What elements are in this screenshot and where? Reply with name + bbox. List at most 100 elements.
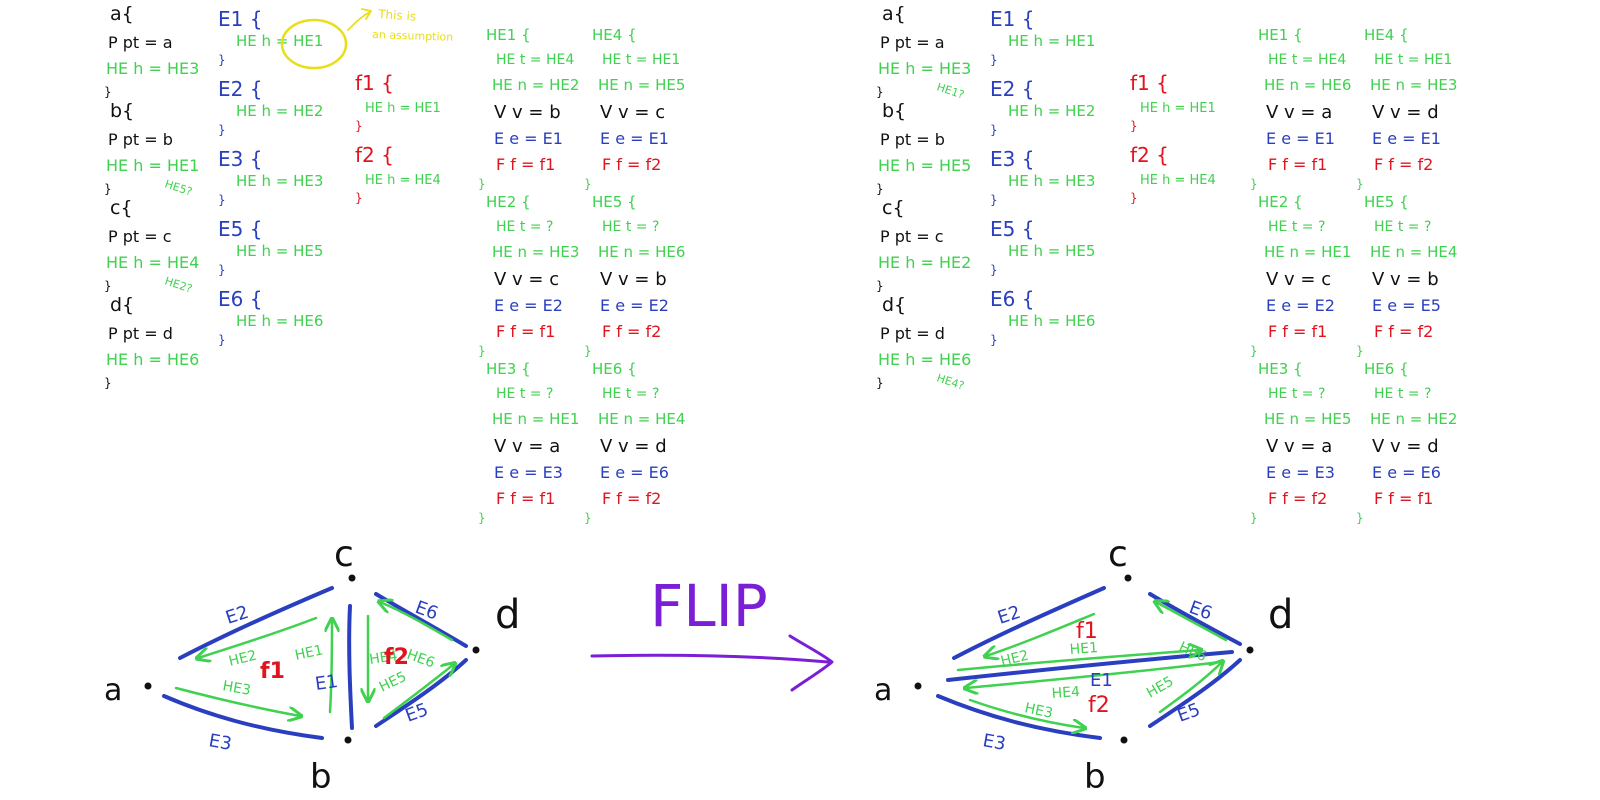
halfedge-next-3: HE n = HE4 [1370, 243, 1457, 261]
halfedge-edge-2: E e = E2 [1266, 296, 1335, 315]
edge-name-1: E2 { [218, 77, 262, 101]
edge-name-4: E6 { [218, 287, 262, 311]
halfedge-name-4: HE3 { [486, 360, 531, 378]
assumption-note-line1: This is [377, 7, 417, 24]
halfedge-next-0: HE n = HE2 [492, 76, 579, 94]
halfedge-twin-5: HE t = ? [602, 386, 659, 402]
left-structures: a{P pt = aHE h = HE3}b{P pt = bHE h = HE… [104, 3, 685, 525]
halfedge-vertex-5: V v = d [1372, 436, 1439, 457]
vertex-alt-1: HE5? [163, 177, 194, 198]
edge-halfedge-1: HE h = HE2 [1008, 102, 1095, 120]
halfedge-arrow-HE6 [380, 602, 454, 642]
halfedge-arrow-after-HE1 [956, 650, 1200, 672]
halfedge-close-0: } [1250, 177, 1258, 191]
edge-label-after-E1: E1 [1090, 670, 1113, 691]
halfedge-close-2: } [1250, 344, 1258, 358]
halfedge-twin-3: HE t = ? [602, 219, 659, 235]
halfedge-twin-1: HE t = HE1 [1374, 52, 1452, 68]
edge-line-E1 [347, 604, 354, 730]
halfedge-vertex-3: V v = b [600, 269, 667, 290]
halfedge-twin-4: HE t = ? [1268, 386, 1325, 402]
vertex-alt-2: HE2? [163, 274, 194, 295]
vertex-close-1: } [104, 182, 112, 196]
halfedge-edge-5: E e = E6 [600, 463, 669, 482]
vertex-halfedge-0: HE h = HE3 [878, 59, 971, 78]
halfedge-next-0: HE n = HE6 [1264, 76, 1351, 94]
face-halfedge-1: HE h = HE4 [365, 173, 441, 188]
edge-label-E1: E1 [314, 671, 340, 695]
halfedge-name-5: HE6 { [592, 360, 637, 378]
vertex-label-b: b [310, 757, 332, 797]
edge-close-0: } [990, 53, 998, 67]
vertex-halfedge-3: HE h = HE6 [106, 350, 199, 369]
halfedge-next-1: HE n = HE3 [1370, 76, 1457, 94]
halfedge-edge-3: E e = E5 [1372, 296, 1441, 315]
halfedge-twin-2: HE t = ? [1268, 219, 1325, 235]
assumption-circle [280, 18, 348, 70]
edge-name-3: E5 { [990, 217, 1034, 241]
halfedge-vertex-0: V v = a [1266, 102, 1332, 123]
vertex-close-3: } [104, 376, 112, 390]
halfedge-arrow-after-HE2 [986, 612, 1096, 656]
vertex-halfedge-2: HE h = HE4 [106, 253, 199, 272]
halfedge-name-4: HE3 { [1258, 360, 1303, 378]
vertex-point-1: P pt = b [880, 130, 945, 149]
flip-arrow-shaft [590, 653, 830, 664]
halfedge-next-5: HE n = HE2 [1370, 410, 1457, 428]
vertex-point-0: P pt = a [108, 33, 173, 52]
halfedge-close-4: } [478, 511, 486, 525]
vertex-name-0: a{ [882, 3, 906, 25]
face-name-1: f2 { [355, 143, 394, 167]
halfedge-vertex-3: V v = b [1372, 269, 1439, 290]
edge-label-after-E5: E5 [1175, 699, 1204, 727]
halfedge-label-after-HE3: HE3 [1023, 700, 1054, 722]
halfedge-label-after-HE4: HE4 [1051, 684, 1080, 702]
halfedge-edge-3: E e = E2 [600, 296, 669, 315]
halfedge-close-1: } [584, 177, 592, 191]
edge-halfedge-0: HE h = HE1 [1008, 32, 1095, 50]
halfedge-twin-0: HE t = HE4 [496, 52, 574, 68]
vertex-dot-after-a [914, 682, 922, 690]
edge-close-2: } [990, 193, 998, 207]
halfedge-edge-4: E e = E3 [494, 463, 563, 482]
halfedge-vertex-2: V v = c [494, 269, 559, 290]
vertex-alt-3: HE4? [935, 371, 966, 392]
halfedge-name-0: HE1 { [1258, 26, 1303, 44]
halfedge-next-1: HE n = HE5 [598, 76, 685, 94]
assumption-arrow [347, 8, 372, 31]
halfedge-face-3: F f = f2 [602, 322, 661, 341]
edge-name-2: E3 { [990, 147, 1034, 171]
halfedge-face-5: F f = f1 [1374, 489, 1433, 508]
halfedge-arrow-after-HE6 [1156, 602, 1228, 642]
assumption-note-line2: an assumption [372, 28, 454, 44]
halfedge-vertex-1: V v = c [600, 102, 665, 123]
vertex-halfedge-2: HE h = HE2 [878, 253, 971, 272]
flip-arrow-head [788, 634, 834, 692]
halfedge-face-0: F f = f1 [496, 155, 555, 174]
face-close-1: } [355, 191, 363, 205]
halfedge-close-3: } [584, 344, 592, 358]
halfedge-close-0: } [478, 177, 486, 191]
halfedge-vertex-1: V v = d [1372, 102, 1439, 123]
face-halfedge-1: HE h = HE4 [1140, 173, 1216, 188]
halfedge-arrow-after-HE3 [968, 698, 1084, 728]
face-label-f1: f1 [260, 659, 285, 684]
halfedge-next-4: HE n = HE1 [492, 410, 579, 428]
vertex-point-3: P pt = d [880, 324, 945, 343]
halfedge-name-5: HE6 { [1364, 360, 1409, 378]
edge-line-after-E5 [1148, 658, 1242, 728]
edge-halfedge-3: HE h = HE5 [1008, 242, 1095, 260]
halfedge-face-1: F f = f2 [1374, 155, 1433, 174]
halfedge-close-1: } [1356, 177, 1364, 191]
vertex-label-after-a: a [874, 673, 892, 708]
vertex-point-1: P pt = b [108, 130, 173, 149]
edge-close-2: } [218, 193, 226, 207]
halfedge-arrow-HE5 [382, 664, 454, 720]
halfedge-close-2: } [478, 344, 486, 358]
halfedge-edge-4: E e = E3 [1266, 463, 1335, 482]
halfedge-twin-3: HE t = ? [1374, 219, 1431, 235]
edge-line-after-E2 [952, 586, 1106, 660]
